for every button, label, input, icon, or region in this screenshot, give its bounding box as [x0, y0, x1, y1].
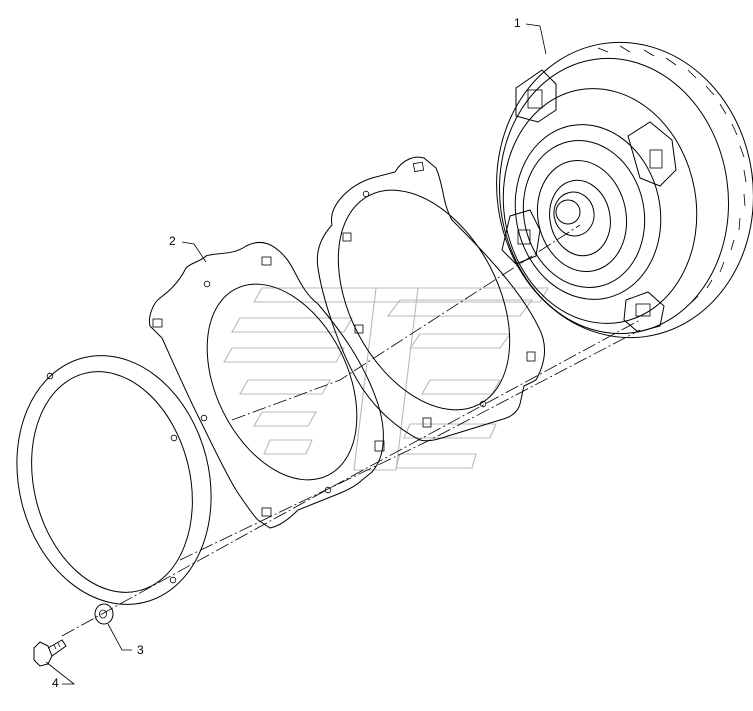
callout-2: 2: [169, 234, 176, 248]
gasket-ring: [16, 355, 212, 605]
watermark-logo: [223, 287, 549, 471]
leader-lines: [45, 23, 547, 685]
callout-labels: 1 2 3 4: [52, 16, 521, 690]
bolt: [33, 639, 67, 667]
callout-1: 1: [514, 16, 521, 30]
gasket-plate-rear: [316, 156, 545, 442]
callout-3: 3: [137, 643, 144, 657]
washer: [94, 603, 114, 625]
adapter-plate-front: [149, 242, 385, 529]
torque-converter: [496, 41, 753, 339]
centerlines: [61, 224, 641, 637]
callout-4: 4: [52, 676, 59, 690]
